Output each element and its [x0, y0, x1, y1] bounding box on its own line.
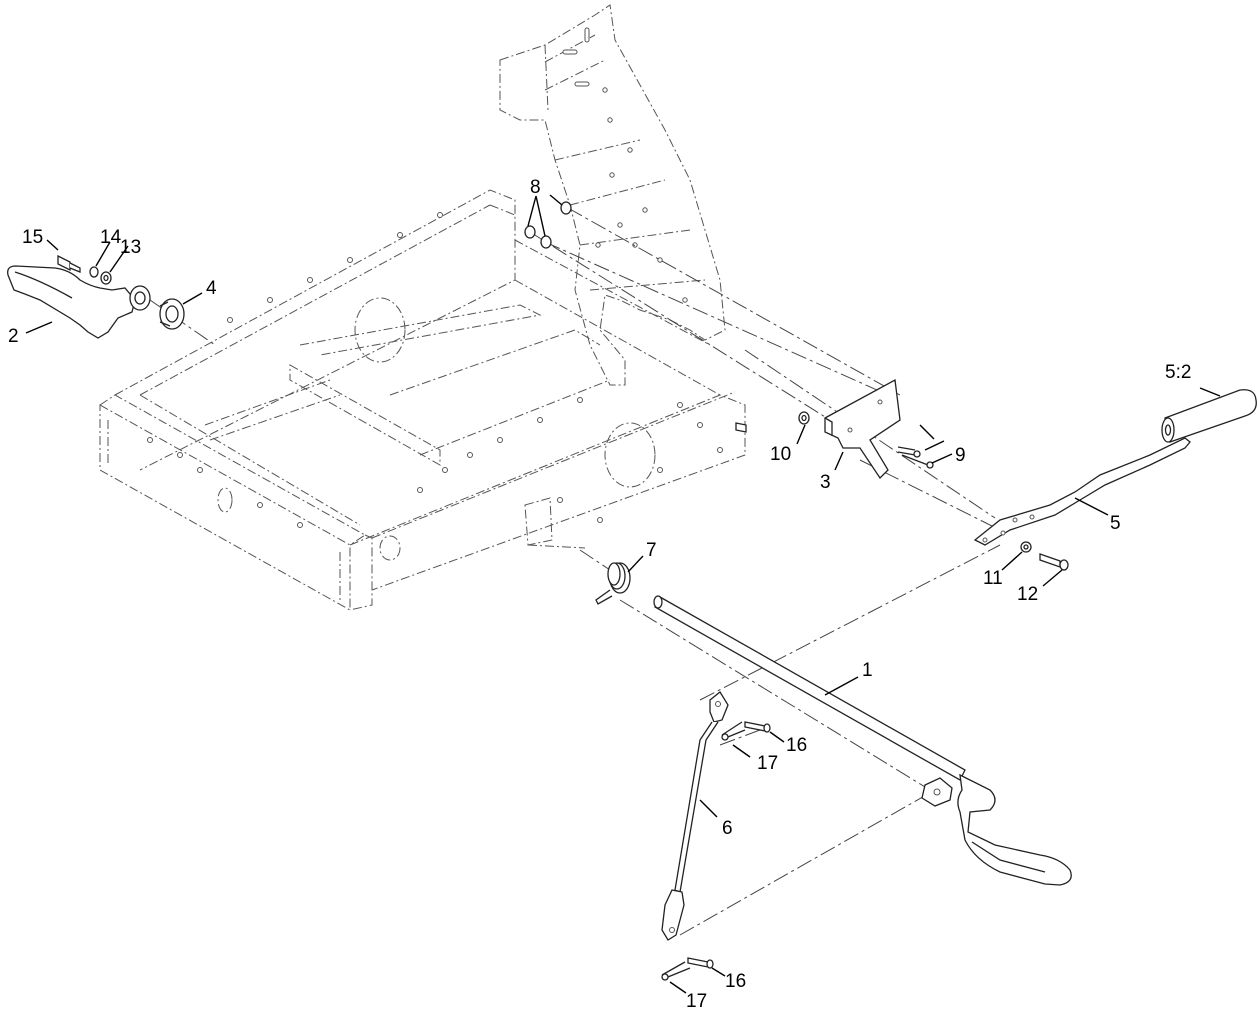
callout-17-upper: 17 — [757, 753, 778, 774]
callout-17-lower: 17 — [686, 991, 707, 1012]
part-4-collar — [159, 298, 185, 330]
callout-10: 10 — [770, 444, 791, 465]
callout-9: 9 — [955, 445, 966, 466]
parts-16-17-pins — [661, 721, 771, 981]
part-3-mounting-plate — [824, 378, 901, 480]
callout-12: 12 — [1017, 584, 1038, 605]
parts-11-12-hardware — [1020, 541, 1069, 571]
callout-1: 1 — [862, 660, 873, 681]
part-1-pedal-shaft — [653, 595, 1072, 886]
part-6-link-rod — [661, 691, 729, 941]
assembly-center-lines — [149, 207, 1001, 936]
callout-5: 5 — [1110, 513, 1121, 534]
callout-3: 3 — [820, 472, 831, 493]
callout-7: 7 — [646, 540, 657, 561]
callout-11: 11 — [983, 568, 1003, 589]
callout-5-2: 5:2 — [1165, 362, 1191, 383]
part-10-washer — [798, 411, 810, 425]
callout-14: 14 — [100, 227, 122, 248]
callout-labels: 1 2 3 4 5 5:2 6 7 8 9 10 11 12 13 14 15 … — [8, 177, 1191, 1012]
part-5-lever — [973, 437, 1191, 546]
callout-16-upper: 16 — [786, 735, 807, 756]
parts-13-14-15-hardware — [57, 254, 112, 285]
part-7-spring — [595, 562, 631, 605]
callout-8: 8 — [530, 177, 541, 198]
frame-phantom — [99, 189, 746, 611]
part-2-pedal-arm — [7, 265, 151, 339]
callout-2: 2 — [8, 326, 19, 347]
part-8-nuts — [524, 201, 572, 249]
callout-4: 4 — [206, 278, 217, 299]
part-9-bolts — [735, 422, 934, 469]
callout-16-lower: 16 — [725, 971, 746, 992]
callout-6: 6 — [722, 818, 733, 839]
callout-leaders — [25, 194, 1221, 994]
console-bracket-phantom — [499, 4, 726, 386]
part-5-2-grip — [1161, 389, 1257, 443]
callout-15: 15 — [22, 227, 43, 248]
callout-13: 13 — [120, 237, 141, 258]
